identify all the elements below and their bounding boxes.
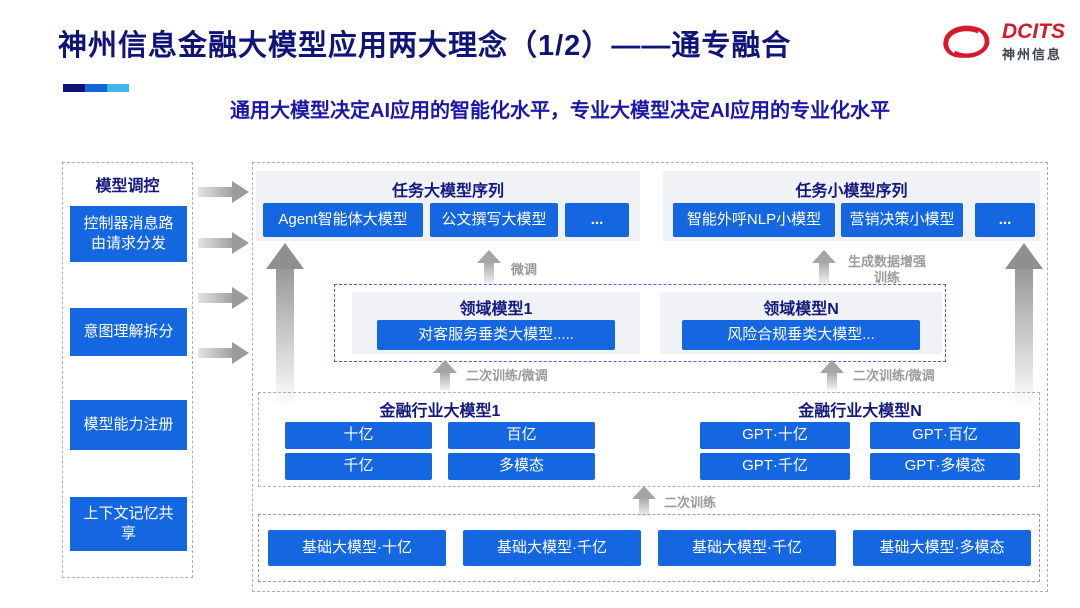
subtitle: 通用大模型决定AI应用的智能化水平，专业大模型决定AI应用的专业化水平: [230, 100, 890, 122]
flow-arrow-up-icon: [433, 360, 457, 390]
flow-label-retrain: 二次训练: [664, 495, 717, 510]
logo-brand-cn-text: 神州信息: [1002, 46, 1063, 62]
domain-model-container: [334, 284, 946, 362]
flow-arrow-right-icon: [198, 181, 250, 203]
flow-arrow-up-icon: [477, 250, 501, 284]
page-title: 神州信息金融大模型应用两大理念（1/2）——通专融合: [58, 30, 792, 62]
flow-arrow-right-icon: [198, 232, 250, 254]
model-node: Agent智能体大模型: [263, 203, 423, 237]
model-node: 基础大模型·多模态: [853, 530, 1031, 566]
task-small-model-title: 任务小模型序列: [795, 183, 908, 200]
model-stack-container: [252, 162, 1048, 592]
tall-up-arrow-icon: [1005, 243, 1043, 405]
domain-model-title-n: 领域模型N: [763, 301, 839, 318]
logo: DCITS 神州信息: [938, 20, 1065, 64]
flow-arrow-up-icon: [812, 250, 836, 284]
flow-label-retrain-finetune: 二次训练/微调: [853, 368, 935, 383]
flow-label-augment: 生成数据增强训练: [847, 254, 926, 286]
model-node: 基础大模型·千亿: [463, 530, 641, 566]
model-node: 智能外呼NLP小模型: [673, 203, 835, 237]
model-node: 对客服务垂类大模型.....: [377, 320, 615, 350]
flow-arrow-right-icon: [198, 287, 250, 309]
model-node: GPT·千亿: [700, 453, 850, 480]
sidebar-item-intent: 意图理解拆分: [70, 308, 187, 356]
model-node: 营销决策小模型: [841, 203, 963, 237]
tall-up-arrow-icon: [266, 243, 304, 405]
model-node: GPT·十亿: [700, 422, 850, 449]
accent-bar-segment: [107, 84, 129, 92]
model-node: GPT·百亿: [870, 422, 1020, 449]
model-node: 千亿: [285, 453, 432, 480]
flow-label-retrain-finetune: 二次训练/微调: [466, 368, 548, 383]
model-node: 风险合规垂类大模型...: [682, 320, 920, 350]
flow-arrow-right-icon: [198, 342, 250, 364]
domain-model-title-1: 领域模型1: [459, 301, 533, 318]
model-node: 基础大模型·千亿: [658, 530, 836, 566]
model-control-title: 模型调控: [95, 178, 160, 195]
title-accent-bar: [63, 84, 129, 92]
foundation-model-container: [258, 514, 1040, 582]
sidebar-item-router: 控制器消息路由请求分发: [70, 206, 187, 262]
model-node: 十亿: [285, 422, 432, 449]
flow-label-finetune: 微调: [511, 262, 538, 277]
dcits-logo-icon: [943, 25, 990, 58]
industry-model-title-n: 金融行业大模型N: [798, 403, 922, 420]
flow-arrow-up-icon: [820, 360, 844, 390]
model-node: 百亿: [448, 422, 595, 449]
model-node: 公文撰写大模型: [430, 203, 558, 237]
task-large-model-title: 任务大模型序列: [391, 183, 504, 200]
sidebar-item-context: 上下文记忆共享: [70, 497, 187, 551]
industry-model-title-1: 金融行业大模型1: [379, 403, 501, 420]
accent-bar-segment: [85, 84, 107, 92]
model-node-more: ...: [565, 203, 629, 237]
model-node-more: ...: [975, 203, 1035, 237]
flow-arrow-up-icon: [632, 486, 656, 516]
sidebar-item-registry: 模型能力注册: [70, 400, 187, 450]
model-node: 多模态: [448, 453, 595, 480]
model-node: 基础大模型·十亿: [268, 530, 446, 566]
model-node: GPT·多模态: [870, 453, 1020, 480]
logo-brand-text: DCITS: [1002, 20, 1065, 44]
accent-bar-segment: [63, 84, 85, 92]
model-control-panel: [62, 162, 193, 578]
